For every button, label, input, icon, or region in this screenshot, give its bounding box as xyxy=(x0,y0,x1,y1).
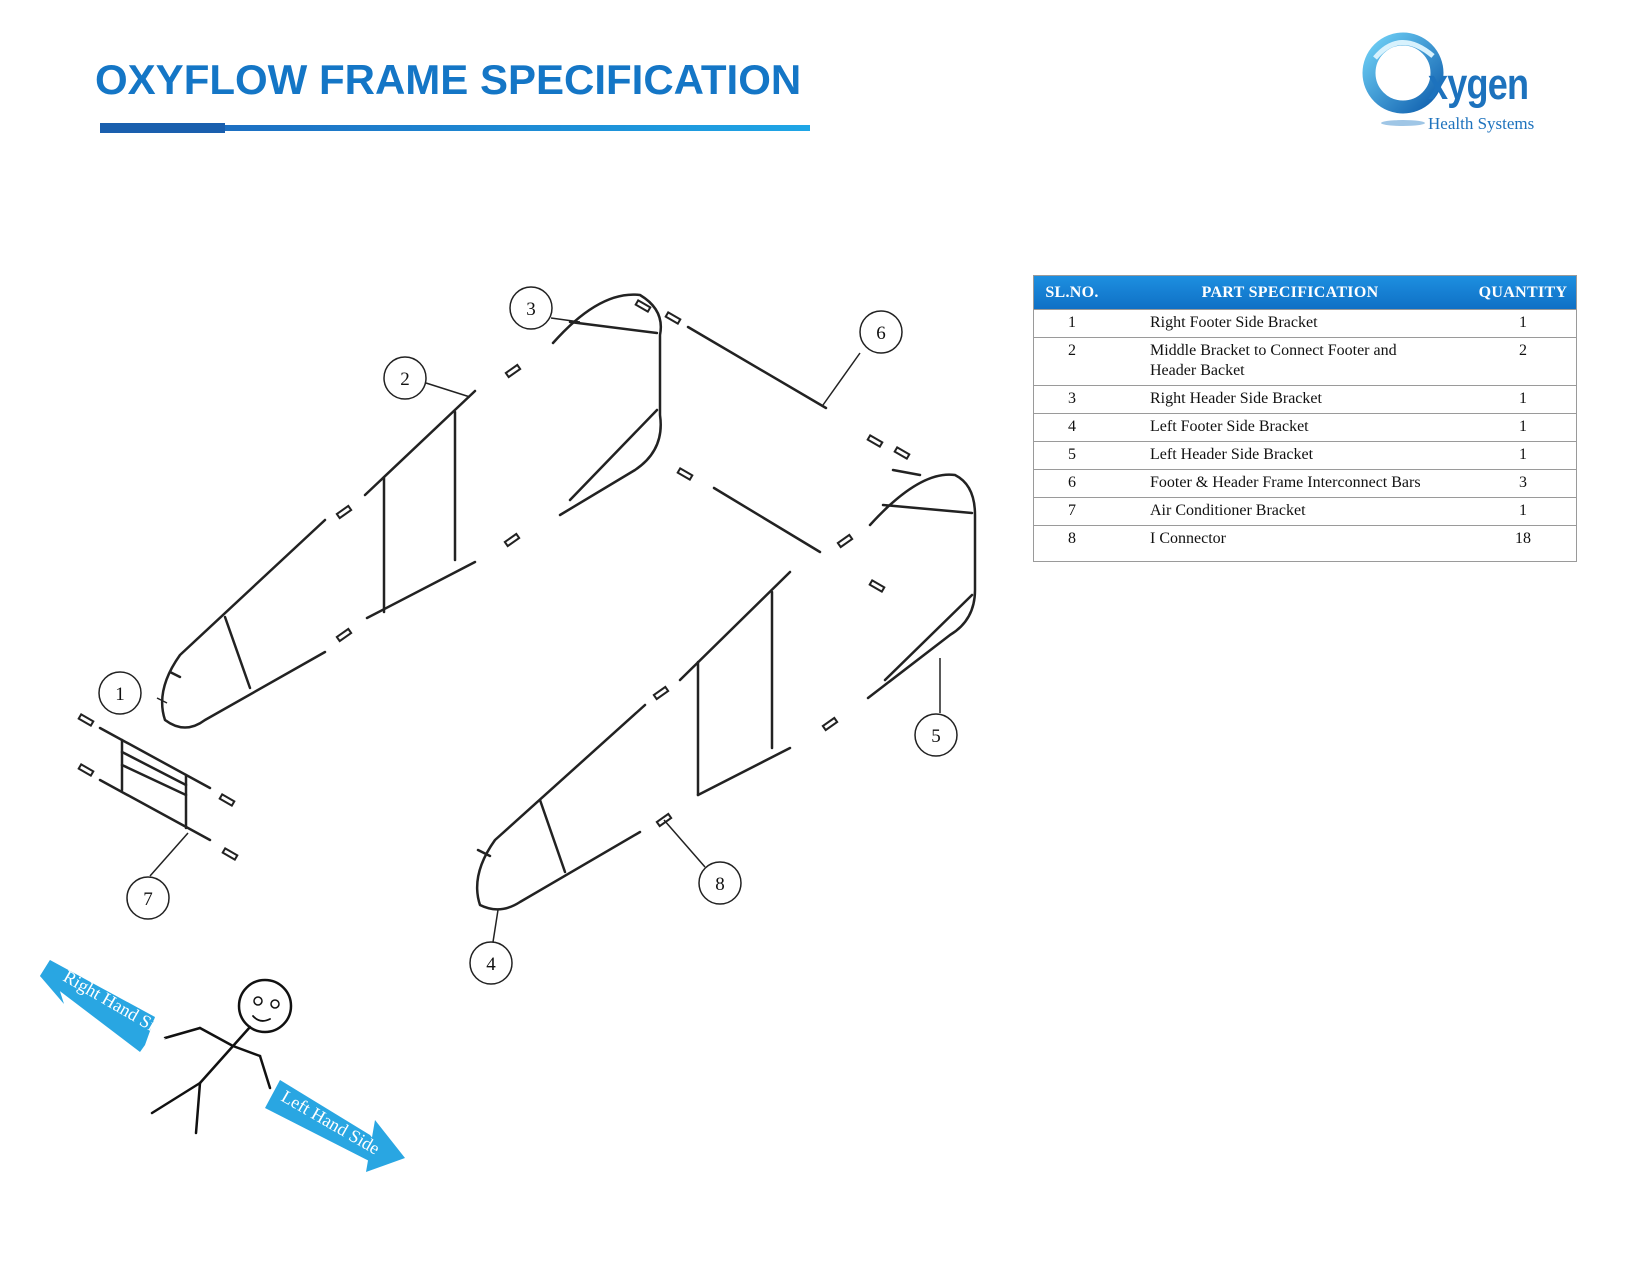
col-part-specification: PART SPECIFICATION xyxy=(1201,283,1379,301)
callout-6: 6 xyxy=(876,323,886,344)
left-hand-side-arrow: Left Hand Side xyxy=(265,1080,405,1172)
callout-1: 1 xyxy=(115,684,125,705)
table-row: 1 Right Footer Side Bracket 1 xyxy=(1033,309,1577,338)
table-row: 3 Right Header Side Bracket 1 xyxy=(1033,385,1577,414)
part-left-header-bracket xyxy=(866,473,977,700)
logo-swirl-icon xyxy=(1362,32,1444,126)
part-right-header-bracket xyxy=(551,293,663,517)
col-quantity: QUANTITY xyxy=(1478,283,1568,301)
connector-icon xyxy=(77,298,911,862)
logo-word: xygen xyxy=(1428,60,1529,109)
part-left-footer-bracket xyxy=(475,703,647,911)
callout-numbers: 1 2 3 4 5 6 7 8 xyxy=(115,299,941,975)
table-header-row: SL.NO. PART SPECIFICATION QUANTITY xyxy=(1033,275,1577,310)
table-row: 8 I Connector 18 xyxy=(1033,525,1577,562)
right-hand-side-arrow: Right Hand Side xyxy=(40,960,174,1052)
page-title: OXYFLOW FRAME SPECIFICATION xyxy=(95,56,802,103)
table-row: 2 Middle Bracket to Connect Footer and H… xyxy=(1033,337,1577,386)
part-air-conditioner-bracket xyxy=(98,726,212,842)
stick-figure-icon xyxy=(150,978,293,1135)
table-row: 5 Left Header Side Bracket 1 xyxy=(1033,441,1577,470)
callout-7: 7 xyxy=(143,889,153,910)
table-row: 4 Left Footer Side Bracket 1 xyxy=(1033,413,1577,442)
callout-4: 4 xyxy=(486,954,496,975)
callout-3: 3 xyxy=(526,299,536,320)
parts-specification-table: SL.NO. PART SPECIFICATION QUANTITY 1 Rig… xyxy=(1033,275,1577,562)
part-middle-bracket-upper xyxy=(363,389,477,620)
part-middle-bracket-lower xyxy=(678,570,792,797)
callout-8: 8 xyxy=(715,874,725,895)
callout-2: 2 xyxy=(400,369,410,390)
part-right-footer-bracket xyxy=(160,518,327,729)
col-sl-no: SL.NO. xyxy=(1045,283,1099,301)
title-underline xyxy=(100,123,810,133)
table-row: 6 Footer & Header Frame Interconnect Bar… xyxy=(1033,469,1577,498)
callout-5: 5 xyxy=(931,726,941,747)
part-interconnect-bars xyxy=(686,325,922,554)
table-row: 7 Air Conditioner Bracket 1 xyxy=(1033,497,1577,526)
logo-subtitle: Health Systems xyxy=(1428,114,1535,133)
